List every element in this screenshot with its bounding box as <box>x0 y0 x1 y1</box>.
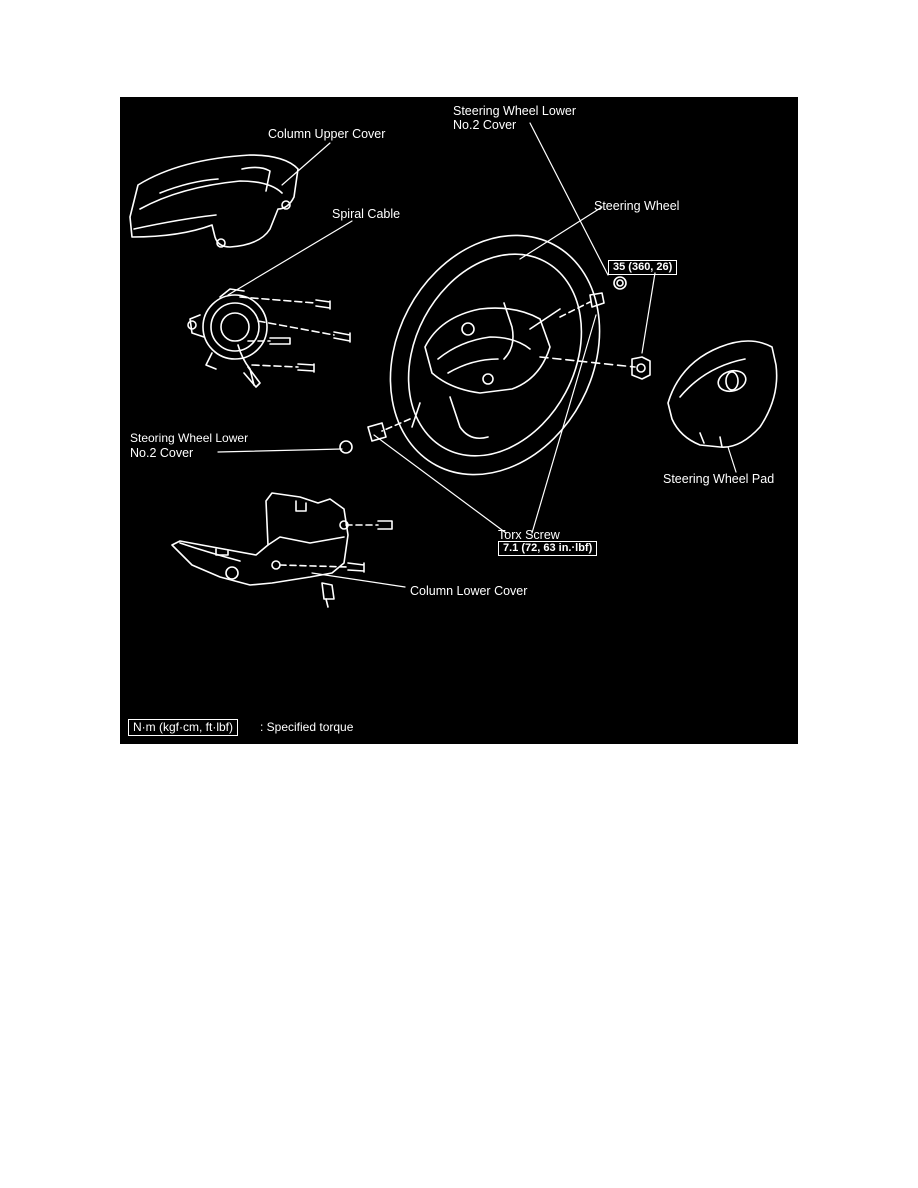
exploded-view-diagram: Column Upper Cover Spiral Cable Steering… <box>120 97 798 744</box>
torque-spec-torx-screw: 7.1 (72, 63 in.·lbf) <box>498 541 598 556</box>
label-sw-lower-no2-cover-left-line2: No.2 Cover <box>130 446 194 460</box>
label-sw-lower-no2-cover-top-line2: No.2 Cover <box>453 118 517 132</box>
label-torx-screw: Torx Screw <box>498 528 560 542</box>
leader-lines <box>217 122 737 588</box>
label-steering-wheel: Steering Wheel <box>594 199 680 213</box>
column-lower-cover-part <box>171 492 349 586</box>
legend-unit-box: N·m (kgf·cm, ft·lbf) <box>128 719 238 736</box>
label-sw-lower-no2-cover-left-line1: Steoring Wheel Lower <box>130 431 249 445</box>
label-sw-lower-no2-cover-top-line1: Steering Wheel Lower <box>453 104 576 118</box>
spiral-cable-part <box>187 288 268 388</box>
label-column-upper-cover: Column Upper Cover <box>268 127 386 141</box>
wheel-fasteners <box>339 276 651 454</box>
steering-wheel-pad-part <box>667 340 778 448</box>
torque-spec-nut: 35 (360, 26) <box>608 260 678 275</box>
legend-description: : Specified torque <box>260 720 354 734</box>
label-steering-wheel-pad: Steering Wheel Pad <box>663 472 775 486</box>
spiral-cable-screws <box>239 296 351 373</box>
column-upper-cover-part <box>129 154 299 248</box>
diagram-line-art <box>129 122 778 608</box>
label-spiral-cable: Spiral Cable <box>332 207 401 221</box>
lower-cover-screws <box>279 520 393 608</box>
steering-wheel-part <box>389 234 601 476</box>
label-column-lower-cover: Column Lower Cover <box>410 584 528 598</box>
